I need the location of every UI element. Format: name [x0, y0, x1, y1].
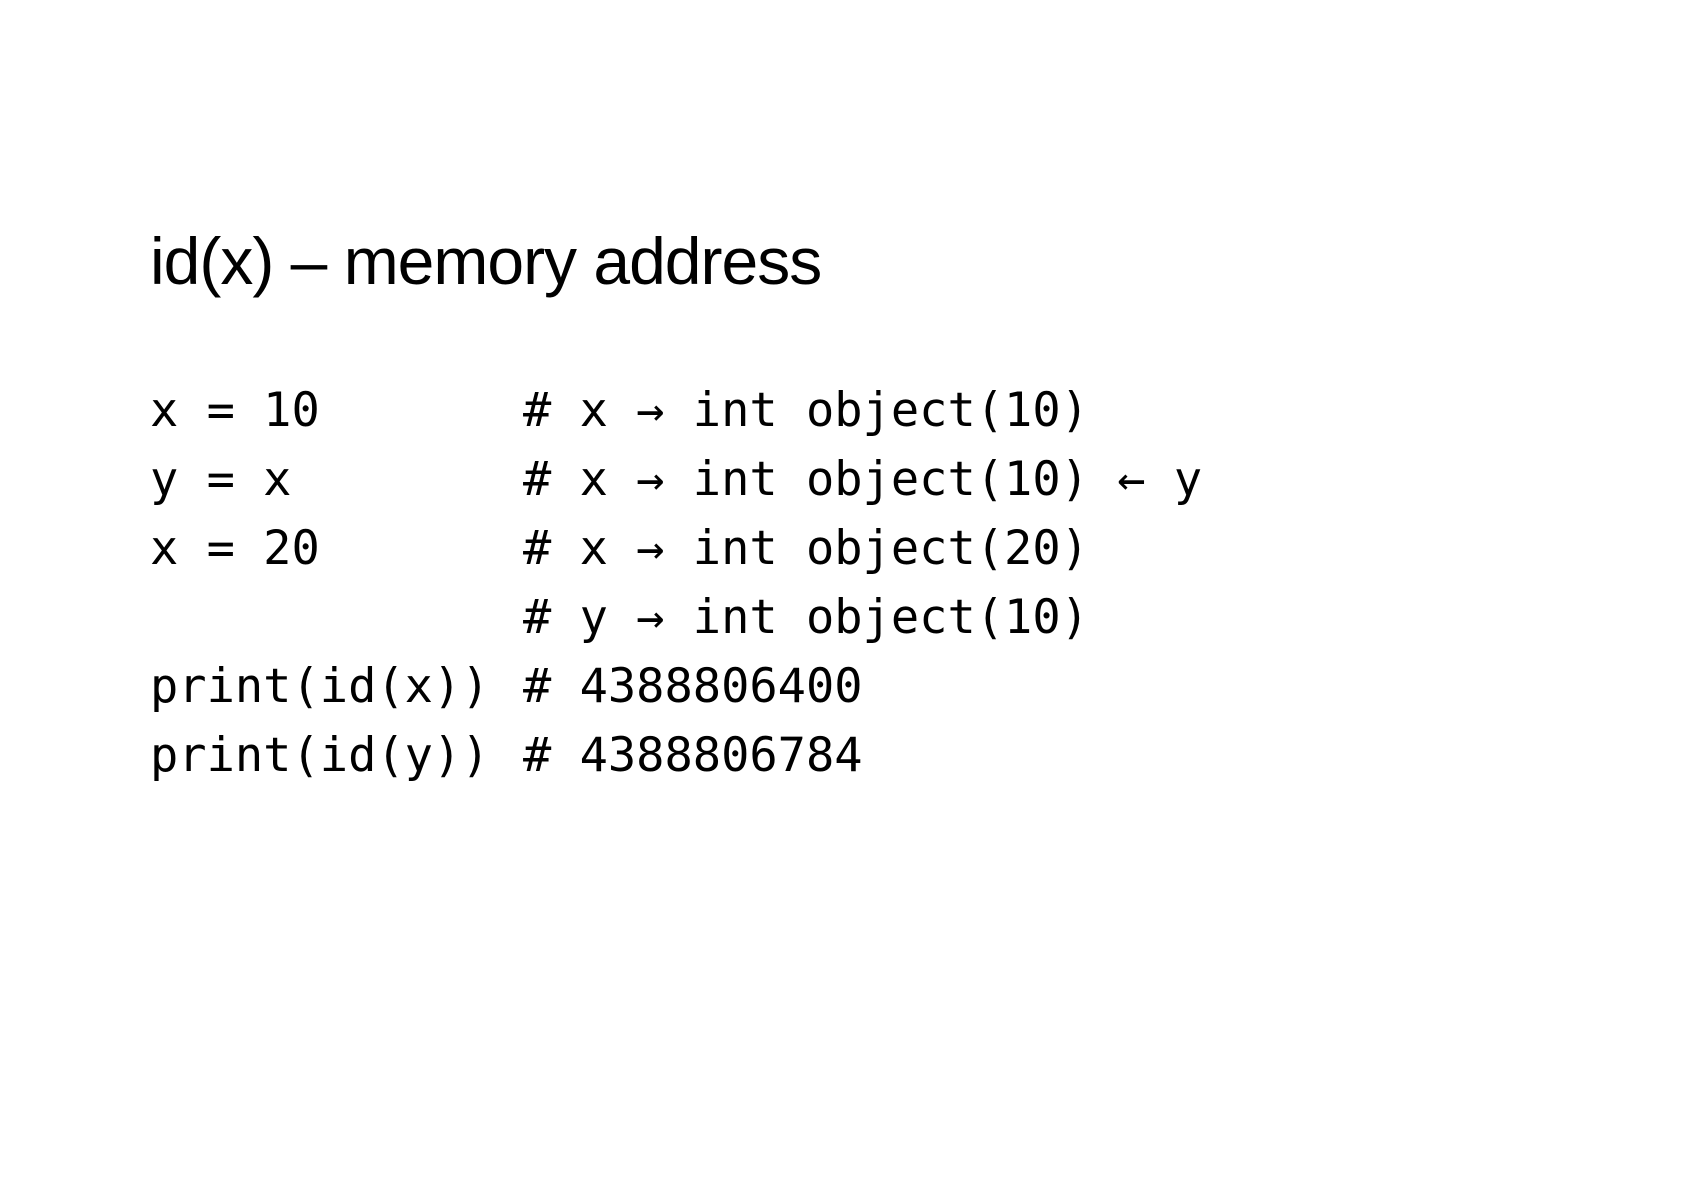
code-comment: # x → int object(10) [523, 383, 1089, 438]
code-comment: # x → int object(20) [523, 521, 1089, 576]
code-block: x = 10 # x → int object(10) y = x # x → … [150, 376, 1202, 790]
code-line: x = 20 # x → int object(20) [150, 514, 1202, 583]
code-line: # y → int object(10) [150, 583, 1202, 652]
code-statement: print(id(x)) [150, 659, 490, 714]
code-comment: # 4388806784 [523, 728, 863, 783]
code-statement: y = x [150, 452, 292, 507]
code-line: print(id(x)) # 4388806400 [150, 652, 1202, 721]
code-comment: # x → int object(10) ← y [523, 452, 1203, 507]
code-comment: # y → int object(10) [523, 590, 1089, 645]
code-line: print(id(y)) # 4388806784 [150, 721, 1202, 790]
code-statement: x = 10 [150, 383, 320, 438]
code-statement: print(id(y)) [150, 728, 490, 783]
code-line: x = 10 # x → int object(10) [150, 376, 1202, 445]
slide-title: id(x) – memory address [150, 224, 822, 298]
code-line: y = x # x → int object(10) ← y [150, 445, 1202, 514]
code-comment: # 4388806400 [523, 659, 863, 714]
code-statement: x = 20 [150, 521, 320, 576]
